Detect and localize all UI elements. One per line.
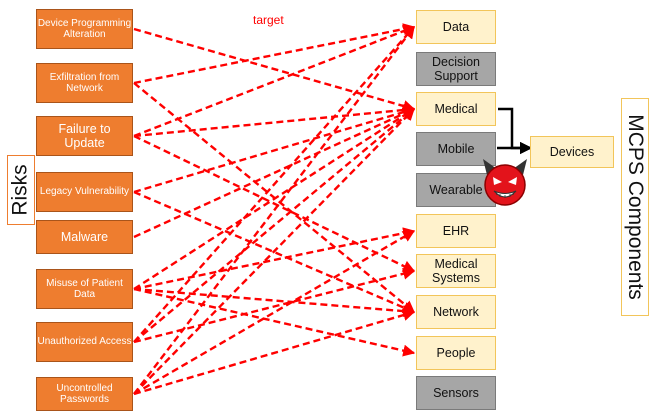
component-data: Data [416, 10, 496, 44]
component-medical: Medical [416, 92, 496, 126]
link-failure-to-update-to-medical-systems [133, 134, 416, 273]
component-label: Decision Support [432, 54, 480, 83]
component-label: Wearable [429, 182, 483, 197]
link-exfiltration-from-network-to-network [133, 82, 415, 313]
risk-label: Misuse of Patient Data [46, 277, 123, 301]
risk-legacy-vulnerability: Legacy Vulnerability [36, 172, 133, 212]
link-unauthorized-access-to-medical-systems [133, 267, 416, 344]
medical-devices-connector [498, 107, 533, 155]
risk-label: Exfiltration from Network [49, 71, 120, 95]
link-device-programming-alteration-to-medical [133, 27, 416, 112]
target-label: target [253, 13, 284, 27]
component-wearable: Wearable [416, 173, 496, 207]
component-ehr: EHR [416, 214, 496, 248]
component-mobile: Mobile [416, 132, 496, 166]
component-people: People [416, 336, 496, 370]
link-misuse-of-patient-data-to-medical [133, 107, 416, 291]
link-uncontrolled-passwords-to-network [133, 309, 416, 396]
risk-label: Device Programming Alteration [37, 17, 132, 41]
risk-uncontrolled-passwords: Uncontrolled Passwords [36, 377, 133, 411]
risk-misuse-of-patient-data: Misuse of Patient Data [36, 269, 133, 309]
component-network: Network [416, 295, 496, 329]
link-misuse-of-patient-data-to-ehr [133, 227, 416, 291]
risk-label: Uncontrolled Passwords [56, 382, 113, 406]
risk-label: Legacy Vulnerability [39, 186, 130, 198]
component-sensors: Sensors [416, 376, 496, 410]
link-legacy-vulnerability-to-network [133, 190, 416, 314]
risk-label: Unauthorized Access [37, 336, 132, 348]
component-label: EHR [442, 223, 470, 238]
risk-label: Malware [60, 229, 109, 244]
risk-failure-to-update: Failure to Update [36, 116, 133, 156]
component-label: Sensors [433, 385, 479, 400]
risks-label: Risks [7, 155, 35, 225]
component-label: Medical [434, 101, 478, 116]
risk-label: Failure to Update [58, 121, 111, 150]
component-label: Data [442, 19, 470, 34]
devices-box: Devices [530, 136, 614, 168]
link-exfiltration-from-network-to-data [133, 23, 416, 85]
link-legacy-vulnerability-to-medical [133, 106, 416, 194]
link-malware-to-medical [133, 107, 416, 239]
component-label: Medical Systems [432, 256, 480, 285]
link-unauthorized-access-to-medical [133, 108, 415, 343]
component-medical-systems: Medical Systems [416, 254, 496, 288]
link-uncontrolled-passwords-to-medical [133, 108, 415, 395]
component-decision-support: Decision Support [416, 52, 496, 86]
risk-malware: Malware [36, 220, 133, 254]
risk-unauthorized-access: Unauthorized Access [36, 322, 133, 362]
risk-exfiltration-from-network: Exfiltration from Network [36, 63, 133, 103]
link-misuse-of-patient-data-to-network [133, 287, 416, 318]
link-failure-to-update-to-medical [133, 104, 416, 138]
link-failure-to-update-to-data [133, 25, 416, 138]
link-misuse-of-patient-data-to-people [133, 287, 416, 357]
mcps-components-label: MCPS Components [621, 98, 649, 316]
component-label: People [436, 345, 476, 360]
component-label: Network [433, 304, 479, 319]
risk-device-programming-alteration: Device Programming Alteration [36, 9, 133, 49]
link-unauthorized-access-to-data [133, 26, 415, 343]
component-label: Mobile [437, 141, 475, 156]
link-uncontrolled-passwords-to-ehr [133, 229, 416, 396]
devil-icon [483, 159, 527, 206]
